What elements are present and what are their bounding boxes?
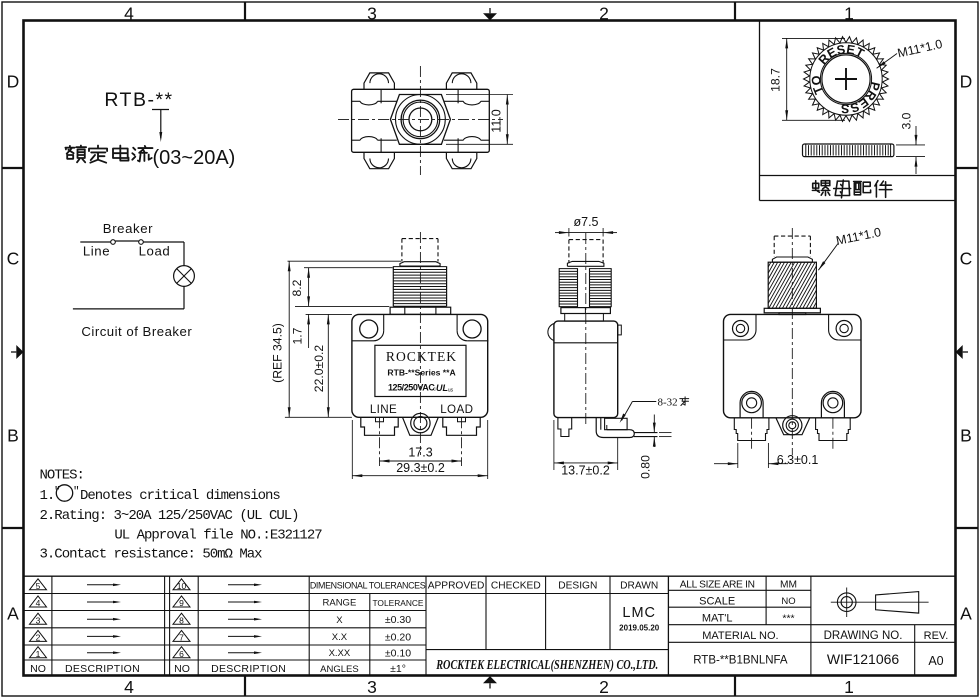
svg-text:A0: A0 xyxy=(928,654,943,668)
svg-text:17.3: 17.3 xyxy=(408,446,432,460)
svg-text:MM: MM xyxy=(780,580,797,591)
svg-text:D: D xyxy=(960,72,973,92)
svg-text:4: 4 xyxy=(124,3,134,23)
svg-text:2: 2 xyxy=(599,677,609,697)
svg-text:2: 2 xyxy=(36,633,41,643)
svg-text:4: 4 xyxy=(124,677,134,697)
svg-text:10: 10 xyxy=(177,581,187,591)
svg-text:SCALE: SCALE xyxy=(699,595,735,607)
svg-text:RTB-**B1BNLNFA: RTB-**B1BNLNFA xyxy=(693,655,788,667)
svg-text:±0.10: ±0.10 xyxy=(385,648,411,660)
svg-text:NO: NO xyxy=(30,663,46,675)
svg-text:1.7: 1.7 xyxy=(291,327,305,344)
svg-text:(03~20A): (03~20A) xyxy=(153,147,236,169)
svg-text:11.0: 11.0 xyxy=(490,109,504,132)
svg-text:LINE: LINE xyxy=(370,403,397,416)
svg-text:±0.30: ±0.30 xyxy=(385,614,411,626)
svg-text:CHECKED: CHECKED xyxy=(491,581,541,592)
svg-text:7: 7 xyxy=(179,633,184,643)
svg-text:9: 9 xyxy=(179,598,184,608)
svg-text:ANGLES: ANGLES xyxy=(320,664,359,675)
svg-text:LOAD: LOAD xyxy=(440,403,473,416)
svg-text:RTB-**: RTB-** xyxy=(104,89,173,111)
svg-text:A: A xyxy=(960,604,972,624)
svg-text:APPROVED: APPROVED xyxy=(428,581,485,592)
svg-text:WIF121066: WIF121066 xyxy=(827,651,900,667)
svg-text:ALL SIZE ARE IN: ALL SIZE ARE IN xyxy=(680,580,755,591)
svg-text:NO: NO xyxy=(174,663,190,675)
svg-text:3.Contact resistance: 50mΩ Ma: 3.Contact resistance: 50mΩ Max xyxy=(40,547,263,563)
svg-text:B: B xyxy=(960,426,972,446)
svg-text:1: 1 xyxy=(844,677,854,697)
svg-text:Line: Line xyxy=(83,244,110,259)
svg-text:2.Rating: 3~20A 125/250VAC (: 2.Rating: 3~20A 125/250VAC (UL CUL) xyxy=(40,508,299,524)
svg-text:″: ″ xyxy=(73,486,80,498)
svg-text:8-32: 8-32 xyxy=(658,397,678,409)
svg-text:UL Approval file NO.:E321127: UL Approval file NO.:E321127 xyxy=(114,528,322,544)
svg-text:8.2: 8.2 xyxy=(290,279,304,296)
svg-text:6.3±0.1: 6.3±0.1 xyxy=(777,453,819,467)
svg-text:2019.05.20: 2019.05.20 xyxy=(619,624,660,633)
svg-text:LMC: LMC xyxy=(622,605,656,621)
svg-text:MAT'L: MAT'L xyxy=(702,612,733,624)
svg-text:D: D xyxy=(7,72,20,92)
svg-text:X.XX: X.XX xyxy=(329,648,351,659)
svg-text:ø7.5: ø7.5 xyxy=(573,215,598,229)
svg-text:MATERIAL NO.: MATERIAL NO. xyxy=(702,630,778,642)
svg-text:±0.20: ±0.20 xyxy=(385,631,411,643)
svg-text:DESCRIPTION: DESCRIPTION xyxy=(211,663,286,675)
svg-text:0.80: 0.80 xyxy=(639,455,653,479)
svg-text:C: C xyxy=(7,249,20,269)
svg-text:2: 2 xyxy=(599,3,609,23)
svg-text:A: A xyxy=(7,604,19,624)
svg-text:3: 3 xyxy=(367,3,377,23)
svg-text:6: 6 xyxy=(179,649,184,659)
svg-text:ROCKTEK: ROCKTEK xyxy=(386,349,457,364)
svg-text:DESCRIPTION: DESCRIPTION xyxy=(65,663,140,675)
svg-text:1: 1 xyxy=(36,649,41,659)
svg-text:125/250VAC: 125/250VAC xyxy=(388,382,435,392)
svg-text:NOTES:: NOTES: xyxy=(40,468,84,484)
svg-text:Breaker: Breaker xyxy=(103,221,153,236)
svg-text:Denotes critical dimensions: Denotes critical dimensions xyxy=(80,488,280,504)
svg-text:1: 1 xyxy=(844,3,854,23)
svg-text:ROCKTEK ELECTRICAL(SHENZHEN): ROCKTEK ELECTRICAL(SHENZHEN) CO.,LTD. xyxy=(435,657,658,672)
svg-text:22.0±0.2: 22.0±0.2 xyxy=(312,345,326,393)
svg-text:13.7±0.2: 13.7±0.2 xyxy=(561,464,610,478)
svg-text:us: us xyxy=(448,388,454,394)
svg-text:Load: Load xyxy=(139,244,171,259)
svg-text:4: 4 xyxy=(36,598,41,608)
svg-text:(REF 34.5): (REF 34.5) xyxy=(271,323,285,383)
svg-text:8: 8 xyxy=(179,615,184,625)
svg-text:TOLERANCE: TOLERANCE xyxy=(372,598,423,608)
svg-text:5: 5 xyxy=(36,581,41,591)
svg-text:***: *** xyxy=(782,613,794,625)
svg-text:C: C xyxy=(960,249,973,269)
svg-text:DRAWN: DRAWN xyxy=(620,581,658,592)
svg-text:X: X xyxy=(336,615,343,626)
svg-text:3: 3 xyxy=(36,615,41,625)
svg-text:3: 3 xyxy=(367,677,377,697)
svg-text:±1°: ±1° xyxy=(390,663,406,675)
svg-text:DRAWING NO.: DRAWING NO. xyxy=(824,630,903,642)
svg-text:3.0: 3.0 xyxy=(900,112,914,129)
svg-text:1.: 1. xyxy=(40,488,55,504)
svg-text:DIMENSIONAL TOLERANCES: DIMENSIONAL TOLERANCES xyxy=(310,580,426,590)
svg-text:X.X: X.X xyxy=(332,632,348,643)
svg-text:UL: UL xyxy=(436,383,448,393)
svg-text:RANGE: RANGE xyxy=(323,598,357,609)
svg-text:REV.: REV. xyxy=(924,630,949,642)
svg-text:″: ″ xyxy=(54,486,61,498)
svg-text:RTB-**Series **A: RTB-**Series **A xyxy=(387,367,455,377)
svg-text:18.7: 18.7 xyxy=(769,68,783,92)
svg-text:DESIGN: DESIGN xyxy=(558,581,597,592)
svg-text:c: c xyxy=(433,387,436,393)
svg-text:NO: NO xyxy=(781,596,795,607)
svg-text:B: B xyxy=(7,426,19,446)
svg-text:29.3±0.2: 29.3±0.2 xyxy=(396,461,445,475)
svg-text:Circuit of Breaker: Circuit of Breaker xyxy=(81,324,192,339)
